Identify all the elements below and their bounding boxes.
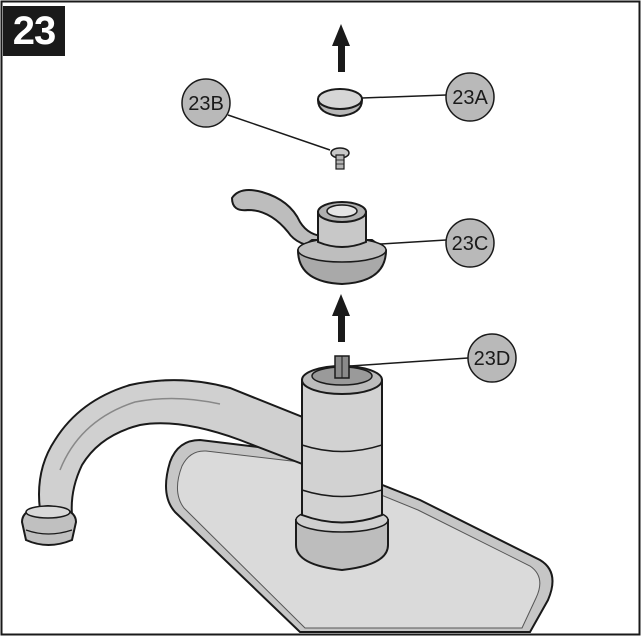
faucet-body	[295, 355, 389, 572]
up-arrow-icon	[332, 294, 350, 342]
callout-label-23c: 23C	[452, 233, 489, 255]
callout-23a: 23A	[445, 72, 495, 122]
leader-lines	[227, 94, 469, 367]
step-number-badge: 23	[3, 6, 65, 56]
callout-label-23d: 23D	[474, 348, 511, 370]
up-arrow-icon	[332, 24, 350, 72]
callout-23d: 23D	[467, 333, 517, 383]
callout-label-23a: 23A	[452, 87, 488, 109]
callout-23b: 23B	[181, 78, 231, 128]
handle-screw	[330, 147, 350, 170]
callout-23c: 23C	[445, 218, 495, 268]
callout-label-23b: 23B	[188, 93, 224, 115]
decorative-cap	[316, 88, 364, 118]
handle-assembly	[230, 189, 388, 286]
